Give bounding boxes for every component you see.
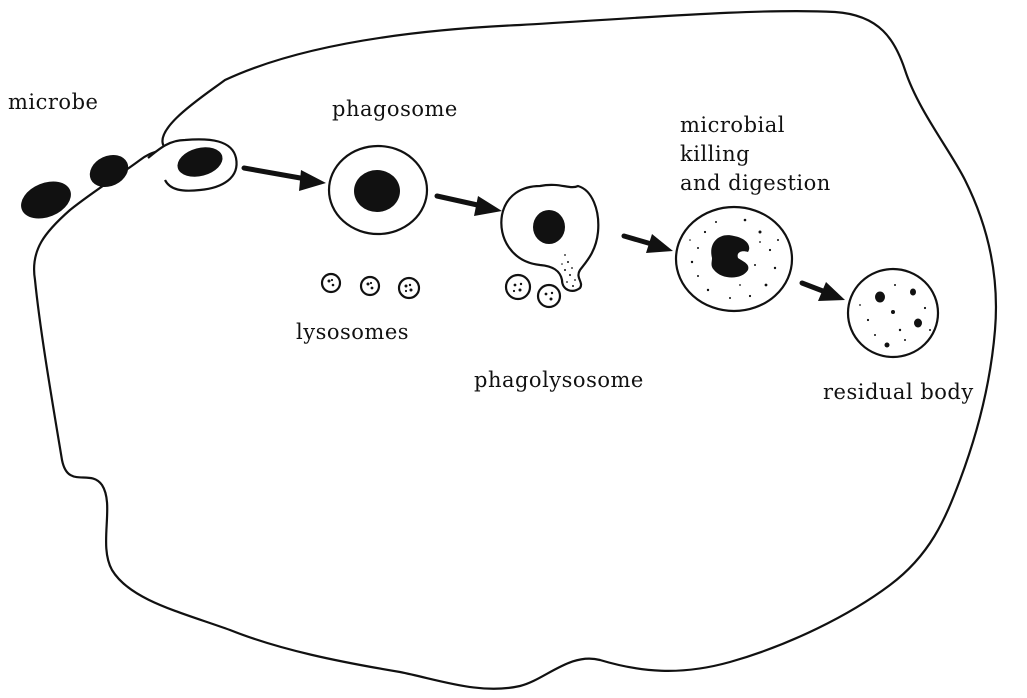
lysosome-group bbox=[322, 274, 419, 298]
microbe-1 bbox=[16, 174, 77, 225]
label-phagolysosome: phagolysosome bbox=[474, 368, 644, 393]
fusing-lysosome bbox=[506, 275, 530, 299]
arrow-to-phagosome bbox=[244, 168, 326, 191]
fusing-lysosome bbox=[538, 285, 560, 307]
arrow-to-phagolysosome bbox=[437, 196, 502, 216]
lysosome bbox=[399, 278, 419, 298]
label-killing-line2: killing bbox=[680, 142, 750, 167]
lysosome bbox=[361, 277, 379, 295]
label-phagosome: phagosome bbox=[332, 97, 458, 122]
phagolysosome-microbe bbox=[533, 210, 565, 244]
arrow-to-residual-body bbox=[802, 282, 845, 301]
label-lysosomes: lysosomes bbox=[296, 320, 409, 345]
lysosome bbox=[322, 274, 340, 292]
phagosome-microbe bbox=[354, 170, 400, 212]
microbe-2 bbox=[85, 149, 134, 193]
cell-membrane bbox=[34, 11, 996, 689]
label-killing-line3: and digestion bbox=[680, 171, 831, 196]
label-microbe: microbe bbox=[8, 90, 98, 115]
label-killing-line1: microbial bbox=[680, 113, 785, 138]
label-residual-body: residual body bbox=[823, 380, 974, 405]
arrow-to-digestion bbox=[624, 234, 673, 253]
